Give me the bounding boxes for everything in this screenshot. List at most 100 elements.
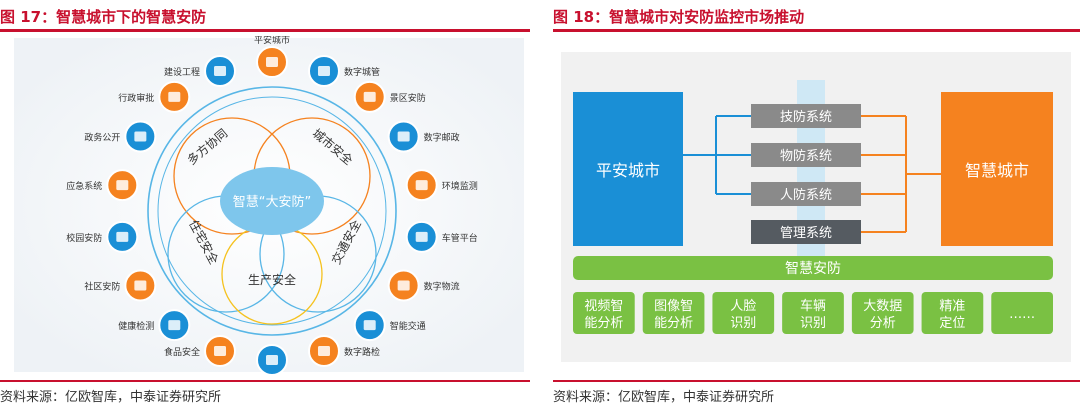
node-9: 数字路检 [307, 334, 380, 367]
node-glyph-icon [317, 66, 330, 77]
safe-city-label: 平安城市 [596, 161, 660, 180]
app-label-line1: …… [1009, 307, 1035, 322]
app-label-line2: 能分析 [584, 316, 623, 331]
node-1: 平安城市 [254, 36, 290, 79]
smart-security-label: 智慧安防 [785, 261, 841, 277]
security-market-diagram: 平安城市 智慧城市 技防系统 物防系统 人防系统 管理系统 [561, 52, 1071, 362]
node-14: 校园安防 [66, 220, 139, 253]
node-glyph-icon [266, 354, 278, 365]
node-glyph-icon [134, 131, 147, 142]
center-label: 智慧“大安防” [233, 194, 311, 210]
app-box-bg [991, 292, 1053, 334]
node-10: 数字工商 [256, 343, 288, 376]
node-label: 数字邮政 [424, 132, 460, 144]
node-label: 车管平台 [442, 232, 478, 244]
system-label-management: 管理系统 [780, 226, 832, 241]
system-box-human [751, 182, 861, 206]
node-glyph-icon [363, 91, 376, 102]
smart-security-bar [573, 256, 1053, 280]
node-glyph-icon [214, 345, 227, 356]
app-label-line2: 定位 [939, 316, 965, 331]
left-connectors [683, 115, 751, 195]
system-label-tech: 技防系统 [780, 109, 832, 125]
smart-security-diagram: 智慧“大安防” 多方协同 城市安全 交通安全 生产安全 住宅安全 平安城市数字城… [14, 36, 524, 376]
right-connectors [861, 115, 941, 233]
node-glyph-icon [397, 131, 410, 142]
app-box-bg [573, 292, 635, 334]
node-label: 健康检测 [118, 320, 154, 332]
app-box-bg [851, 292, 914, 334]
node-glyph-icon [266, 57, 278, 68]
node-label: 建设工程 [164, 66, 200, 78]
node-glyph-icon [134, 280, 147, 291]
node-label: 政务公开 [84, 132, 120, 144]
app-label-line1: 图像智 [654, 299, 693, 314]
figure-17-source: 资料来源：亿欧智库，中泰证券研究所 [0, 390, 222, 405]
node-label: 应急系统 [66, 180, 102, 192]
node-5: 环境监测 [405, 169, 478, 202]
node-17: 行政审批 [118, 80, 191, 113]
app-label-line1: 精准 [939, 299, 965, 314]
app-box-bg [921, 292, 984, 334]
system-label-human: 人防系统 [780, 187, 832, 203]
node-label: 平安城市 [254, 36, 290, 46]
node-2: 数字城管 [307, 55, 380, 88]
node-6: 车管平台 [405, 220, 478, 253]
bottom-rule [553, 380, 1080, 382]
left-panel: 图 17：智慧城市下的智慧安防 智慧“大安防” 多方协同 城市安全 交通安全 生… [0, 0, 530, 413]
node-label: 数字路检 [344, 346, 380, 358]
title-rule [0, 29, 530, 32]
node-12: 健康检测 [118, 309, 191, 342]
node-glyph-icon [415, 180, 428, 191]
node-label: 景区安防 [390, 92, 426, 104]
app-group: 视频智能分析图像智能分析人脸识别车辆识别大数据分析精准定位…… [573, 292, 1053, 334]
node-label: 数字物流 [424, 280, 460, 292]
node-label: 数字城管 [344, 66, 380, 78]
app-box-7: …… [991, 292, 1053, 334]
app-box-bg [642, 292, 705, 334]
smart-city-label: 智慧城市 [965, 161, 1029, 180]
node-7: 数字物流 [387, 269, 460, 302]
app-box-bg [782, 292, 844, 334]
node-label: 社区安防 [84, 280, 120, 292]
outer-ring [147, 86, 397, 336]
app-label-line2: 能分析 [654, 316, 693, 331]
node-glyph-icon [397, 280, 410, 291]
node-glyph-icon [214, 66, 227, 77]
node-label: 行政审批 [118, 92, 154, 104]
system-box-tech [751, 104, 861, 128]
node-15: 应急系统 [66, 169, 139, 202]
system-label-physical: 物防系统 [780, 148, 832, 164]
inner-ring [157, 96, 387, 326]
node-11: 食品安全 [164, 334, 237, 367]
node-glyph-icon [116, 231, 129, 242]
node-label: 智能交通 [390, 320, 426, 332]
center-ellipse [220, 167, 324, 235]
petal-label-production-safety: 生产安全 [248, 272, 296, 287]
safe-city-box [573, 92, 683, 246]
app-label-line1: 车辆 [800, 298, 826, 314]
right-panel: 图 18：智慧城市对安防监控市场推动 平安城市 智慧城市 [553, 0, 1080, 413]
node-glyph-icon [317, 345, 330, 356]
app-label-line1: 大数据 [863, 299, 902, 314]
node-glyph-icon [363, 320, 376, 331]
node-18: 建设工程 [164, 55, 237, 88]
node-glyph-icon [168, 91, 181, 102]
node-glyph-icon [116, 180, 129, 191]
figure-18-source: 资料来源：亿欧智库，中泰证券研究所 [553, 390, 775, 405]
node-3: 景区安防 [353, 80, 426, 113]
app-label-line1: 视频智 [584, 299, 623, 314]
node-glyph-icon [415, 231, 428, 242]
figure-18-title: 图 18：智慧城市对安防监控市场推动 [553, 8, 805, 26]
node-label: 环境监测 [442, 180, 478, 192]
app-box-bg [712, 292, 775, 334]
node-16: 政务公开 [84, 120, 157, 153]
node-13: 社区安防 [84, 269, 157, 302]
node-label: 校园安防 [66, 232, 102, 244]
